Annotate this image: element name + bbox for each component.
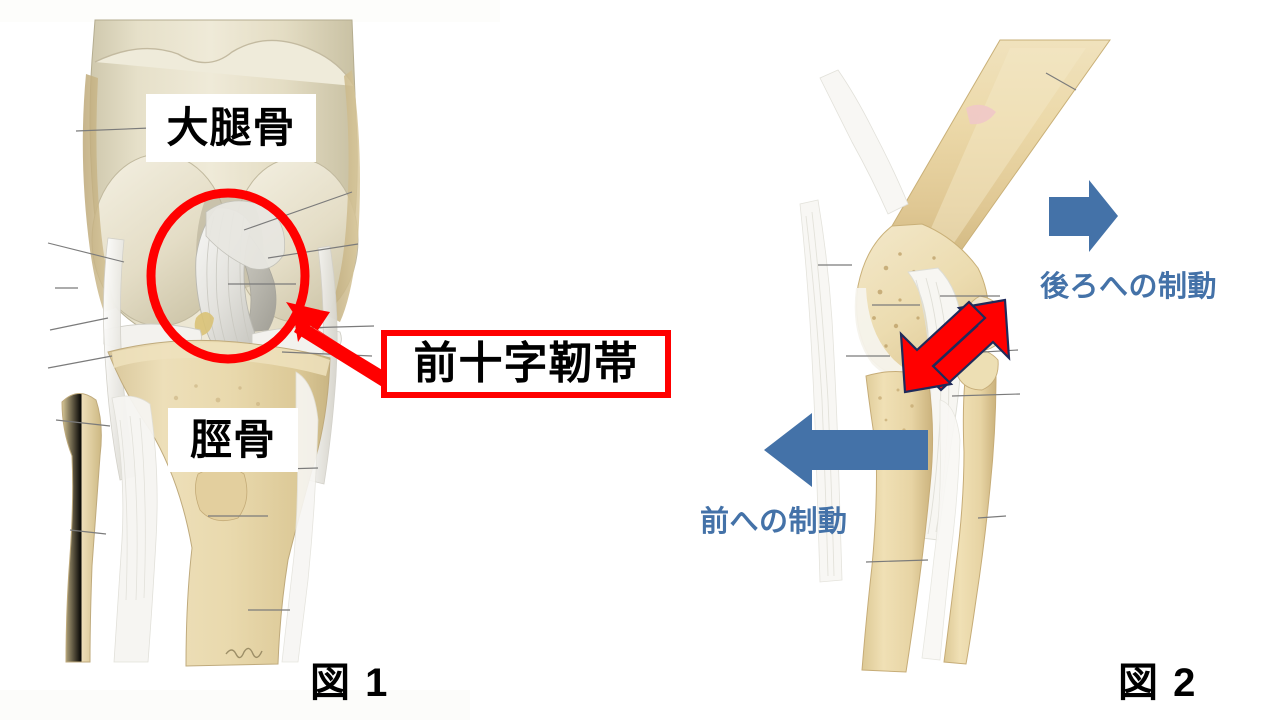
label-posterior-restraint: 後ろへの制動 [1040,271,1218,303]
patellar-tendon [111,395,158,663]
figure1-caption: 図 1 [310,661,390,705]
label-anterior-restraint: 前への制動 [700,506,848,538]
femur-superior-contour [95,40,354,86]
leader-line [47,242,125,263]
leader-line [281,351,373,357]
blue-arrow-posterior [1049,180,1118,252]
acl-femoral-attachment [205,200,286,270]
leader-lines-figure1 [47,127,375,611]
figure2-knee-lateral [764,39,1118,673]
f2-patellar-ligament [905,267,963,541]
leader-line [69,529,107,535]
f2-quadriceps-tendon [819,69,909,215]
femur-bone [89,19,358,345]
tendon-striations [119,415,146,601]
top-background-artifact [0,0,500,22]
acl-callout-arrow [286,302,392,388]
leader-line [299,325,375,329]
bottom-background-artifact [0,690,470,720]
f2-fibular-head [955,348,999,391]
leader-line [75,127,151,132]
blue-arrow-anterior [764,413,928,487]
lateral-collateral-ligament [307,245,338,485]
femur-contour-line [94,39,355,87]
label-anterior-cruciate-ligament: 前十字靭帯 [381,330,671,398]
infrapatellar-fat-pad [194,312,214,336]
f2-articular-cartilage [854,288,942,388]
figure2-caption: 図 2 [1118,661,1198,705]
label-tibia: 脛骨 [168,408,298,472]
tibial-tuberosity [195,466,248,522]
anterior-cruciate-ligament [195,207,273,373]
f2-condyle-posterior-bump [963,295,1007,351]
meniscus-lateral [251,327,342,356]
leader-line [1045,72,1077,91]
leader-line [977,515,1007,519]
acl-fibers [206,211,257,367]
leader-lines-figure2 [818,72,1077,563]
f2-tibia-bone [861,370,934,673]
f2-posterior-soft-tissue [921,399,961,661]
lateral-femoral-condyle [233,157,359,323]
leader-line [951,393,1021,397]
f2-tibia-speckles [876,388,914,446]
acl-highlight-circle [146,188,310,364]
medial-femoral-condyle [91,153,229,327]
acl-tension-double-arrow [899,298,1011,394]
f2-femur-shaft-highlight [918,48,1086,260]
tibial-plateau [112,342,330,376]
f2-fibula-bone [943,366,997,665]
intercondylar-notch [196,195,264,291]
f2-trabeculae [872,252,954,352]
femur-periosteum-medial [82,74,116,312]
f2-femoral-condyle [856,223,990,384]
fibula-bone [61,393,102,663]
tibia-bone [107,339,331,667]
f2-ligament-fibers [915,277,950,535]
meniscus-medial [103,323,202,354]
leader-line [267,243,359,259]
leader-line [865,559,929,563]
label-femur: 大腿骨 [146,94,316,162]
artist-signature [225,647,263,659]
medial-collateral-ligament [103,237,137,481]
leader-line [947,349,1019,355]
leader-line [55,419,111,427]
leader-line [49,317,109,331]
posterior-cruciate-ligament [221,221,277,333]
f2-femur-shaft [887,39,1111,277]
leader-line [47,355,113,369]
f2-torn-tissue [966,104,996,125]
leader-line [243,191,353,231]
femur-periosteum-lateral [328,70,360,322]
